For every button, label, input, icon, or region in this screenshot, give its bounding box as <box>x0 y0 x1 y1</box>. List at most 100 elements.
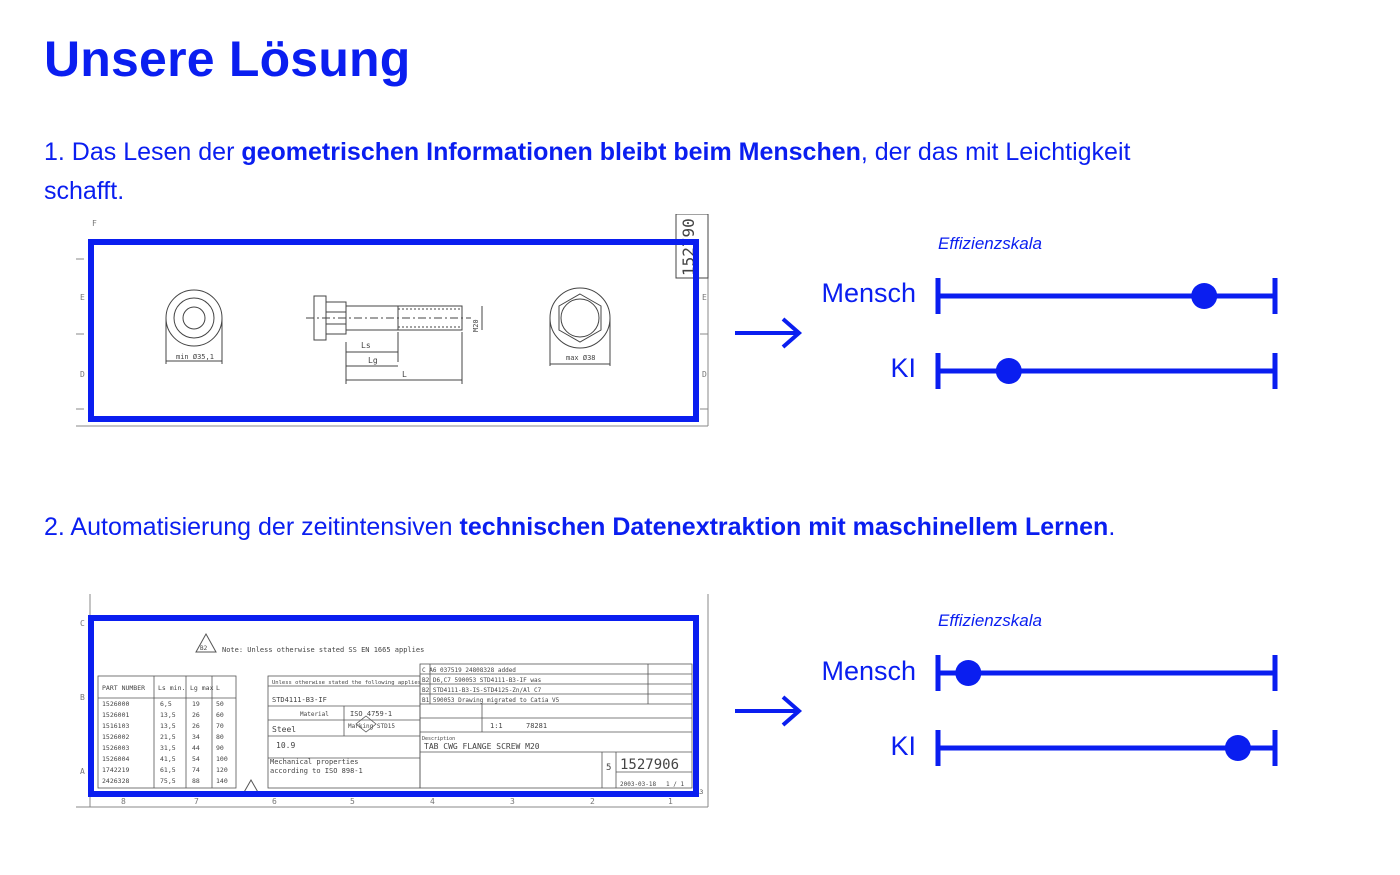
paper-size: A3 <box>696 789 704 796</box>
scale-row-label-mensch: Mensch <box>821 656 916 686</box>
grid-bottom-1: 1 <box>668 797 673 806</box>
scale-marker-dot <box>995 358 1022 384</box>
dim-l-label: L <box>402 370 407 379</box>
table-cell: 19 <box>192 700 200 708</box>
table-cell: 1526001 <box>102 711 129 719</box>
grid-bottom-6: 6 <box>272 797 277 806</box>
table-cell: 1526000 <box>102 700 129 708</box>
scale-marker-dot <box>1224 735 1251 761</box>
section1-text: 1. Das Lesen der geometrischen Informati… <box>44 133 1174 211</box>
scale-row-label-ki: KI <box>890 353 916 383</box>
marking-label: Marking STD15 <box>348 723 395 730</box>
table-cell: 1742219 <box>102 766 129 774</box>
section1-text-after: , der das mit Leichtigkeit schafft. <box>44 138 1131 205</box>
highlight-frame <box>88 615 699 797</box>
material-value: Steel <box>272 725 296 734</box>
dim-lg-label: Lg <box>368 356 378 365</box>
table-cell: 41,5 <box>160 755 176 763</box>
drawing-note: Note: Unless otherwise stated SS EN 1665… <box>222 646 424 654</box>
grid-left-b: B <box>80 693 85 702</box>
efficiency-scale-caption: Effizienzskala <box>938 234 1042 253</box>
table-cell: 54 <box>192 755 200 763</box>
revision-line: B2 STD4111-B3-IS-STD4125-Zn/Al C7 <box>422 687 542 694</box>
grid-bottom-7: 7 <box>194 797 199 806</box>
section1-text-before: 1. Das Lesen der <box>44 138 242 166</box>
table-cell: 26 <box>192 711 200 719</box>
iso-reference: ISO 4759-1 <box>350 710 392 718</box>
efficiency-scale-ki <box>935 353 1278 389</box>
grid-left-f: F <box>92 219 97 228</box>
section2-text-after: . <box>1108 513 1116 541</box>
table-cell: 50 <box>216 700 224 708</box>
description-value: TAB CWG FLANGE SCREW M20 <box>424 742 540 751</box>
grid-bottom-3: 3 <box>510 797 515 806</box>
grid-left-a: A <box>80 767 85 776</box>
table-cell: 120 <box>216 766 228 774</box>
dim-ls-label: Ls <box>361 341 371 350</box>
section2-text: 2. Automatisierung der zeitintensiven te… <box>44 508 1174 547</box>
section2-text-bold: technischen Datenextraktion mit maschine… <box>459 513 1109 541</box>
table-header: L <box>216 684 220 692</box>
status-value: 5 <box>606 763 611 773</box>
sheet-value: 1 / 1 <box>666 781 684 788</box>
date-value: 2003-03-18 <box>620 781 657 788</box>
table-cell: 80 <box>216 733 224 741</box>
grid-left-d: D <box>80 370 85 379</box>
grid-bottom-2: 2 <box>590 797 595 806</box>
table-cell: 2426328 <box>102 777 129 785</box>
table-cell: 70 <box>216 722 224 730</box>
table-cell: 21,5 <box>160 733 176 741</box>
table-cell: 88 <box>192 777 200 785</box>
grid-right-d: D <box>702 370 707 379</box>
revision-lines: C A6 037519 24808328 added B2 D6,C7 5900… <box>422 667 560 704</box>
table-cell: 1526002 <box>102 733 129 741</box>
table-cell: 60 <box>216 711 224 719</box>
reference-number: 78281 <box>526 722 547 730</box>
general-tolerance-text: Unless otherwise stated the following ap… <box>272 680 421 686</box>
drawing-number: 1527906 <box>620 757 679 773</box>
revision-line: B2 D6,C7 590053 STD4111-B3-IF was <box>422 677 542 684</box>
table-cell: 1516103 <box>102 722 129 730</box>
scale-row-label-ki: KI <box>890 731 916 761</box>
bolt-geometry-drawing: F E D F E D 152790 min Ø35,1 Ls L <box>76 214 709 427</box>
table-cell: 74 <box>192 766 200 774</box>
title-block-drawing: C B A 8 7 6 5 4 3 2 1 B2 Note: Unless ot… <box>76 594 709 808</box>
table-cell: 13,5 <box>160 722 176 730</box>
section1-text-bold: geometrischen Informationen bleibt beim … <box>241 138 861 166</box>
table-header: PART NUMBER <box>102 684 145 692</box>
revision-line: C A6 037519 24808328 added <box>422 667 516 674</box>
grid-left-c: C <box>80 619 85 628</box>
revision-line: B1 590053 Drawing migrated to Catia V5 <box>422 697 560 704</box>
table-cell: 90 <box>216 744 224 752</box>
table-cell: 75,5 <box>160 777 176 785</box>
table-cell: 44 <box>192 744 200 752</box>
efficiency-scale-mensch <box>935 278 1278 314</box>
scale-row-label-mensch: Mensch <box>821 278 916 308</box>
efficiency-scale-mensch <box>935 655 1278 691</box>
table-cell: 26 <box>192 722 200 730</box>
table-cell: 100 <box>216 755 228 763</box>
grid-bottom-8: 8 <box>121 797 126 806</box>
table-header: Ls min. <box>158 684 185 692</box>
arrow-right-icon <box>735 317 803 349</box>
highlight-frame <box>88 239 699 422</box>
table-cell: 140 <box>216 777 228 785</box>
scale-marker-dot <box>955 660 982 686</box>
scale-value: 1:1 <box>490 722 503 730</box>
dim-thread-label: M20 <box>472 319 480 332</box>
table-cell: 1526004 <box>102 755 129 763</box>
strength-class: 10.9 <box>276 741 295 750</box>
grid-bottom-5: 5 <box>350 797 355 806</box>
scale-marker-dot <box>1191 283 1218 309</box>
table-cell: 13,5 <box>160 711 176 719</box>
arrow-right-icon <box>735 695 803 727</box>
table-cell: 61,5 <box>160 766 176 774</box>
mech-props-line1: Mechanical properties <box>270 758 359 766</box>
dim-min-label: min Ø35,1 <box>176 353 214 361</box>
efficiency-scale-ki <box>935 730 1278 766</box>
grid-bottom-4: 4 <box>430 797 435 806</box>
grid-left-e: E <box>80 293 85 302</box>
table-header: Lg max <box>190 684 214 692</box>
description-label: Description <box>422 736 455 742</box>
